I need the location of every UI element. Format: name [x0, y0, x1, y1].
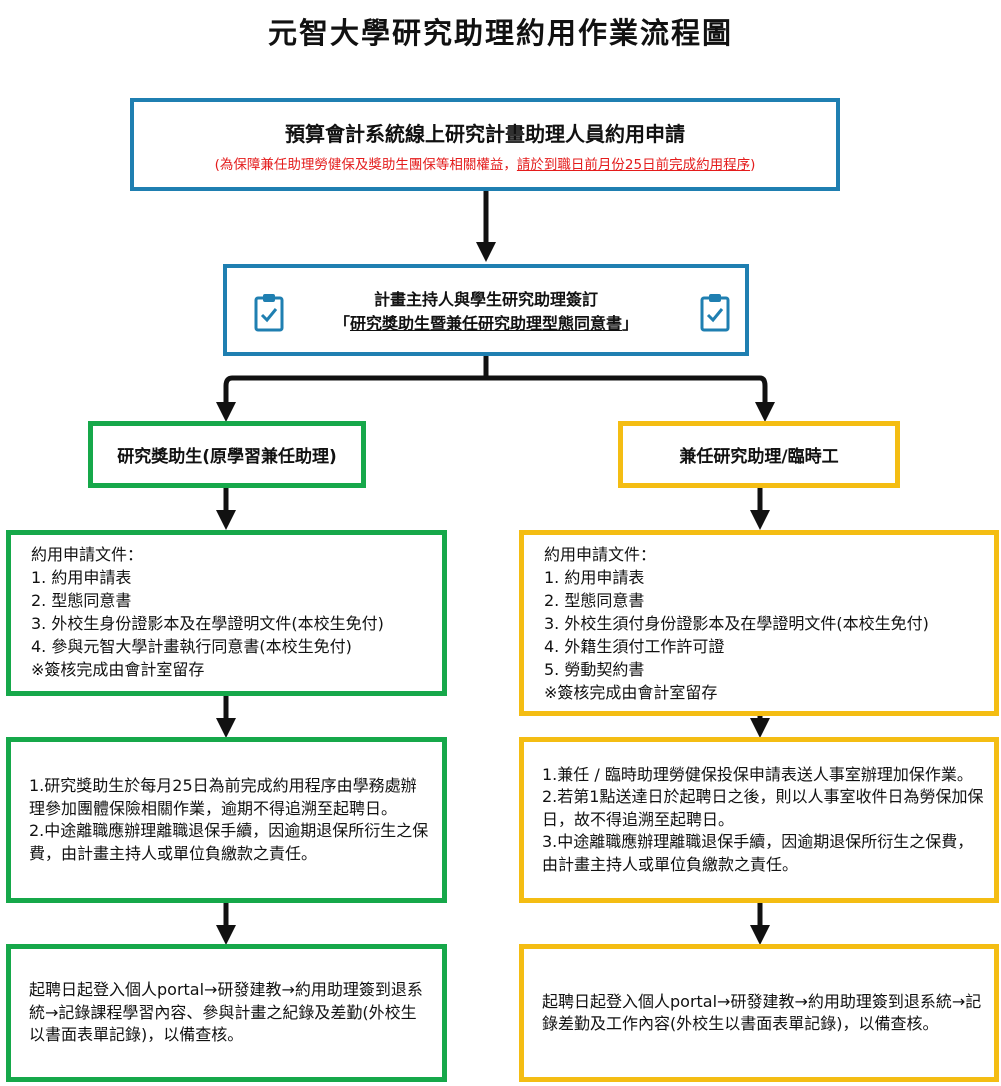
right-documents-list: 約用申請文件： 1. 約用申請表 2. 型態同意書 3. 外校生須付身份證影本及… [524, 535, 994, 704]
left-notes-text: 1.研究獎助生於每月25日為前完成約用程序由學務處辦理參加團體保險相關作業，逾期… [11, 742, 442, 898]
list-item: 2.若第1點送達日於起聘日之後，則以人事室收件日為勞保加保日，故不得追溯至起聘日… [542, 787, 984, 829]
list-item: 2. 型態同意書 [31, 591, 132, 610]
online-application-note: (為保障兼任助理勞健保及獎助生團保等相關權益，請於到職日前月份25日前完成約用程… [134, 153, 836, 173]
page-title: 元智大學研究助理約用作業流程圖 [267, 16, 733, 50]
right-final-box: 起聘日起登入個人portal→研發建教→約用助理簽到退系統→記錄差勤及工作內容(… [519, 944, 999, 1082]
list-item: 約用申請文件： [31, 545, 144, 564]
agreement-text: 計畫主持人與學生研究助理簽訂 「研究獎助生暨兼任研究助理型態同意書」 [287, 288, 685, 336]
list-item: 1.兼任 / 臨時助理勞健保投保申請表送人事室辦理加保作業。 [542, 764, 973, 784]
list-item: 1. 約用申請表 [544, 568, 645, 587]
left-category-label: 研究獎助生(原學習兼任助理) [117, 447, 337, 467]
branch-right-corner [755, 375, 775, 422]
list-item: 約用申請文件： [544, 545, 657, 564]
note-deadline: 請於到職日前月份25日前完成約用程序 [516, 157, 751, 173]
online-application-box: 預算會計系統線上研究計畫助理人員約用申請 (為保障兼任助理勞健保及獎助生團保等相… [130, 98, 840, 191]
clipboard-check-icon [254, 294, 284, 332]
right-notes-box: 1.兼任 / 臨時助理勞健保投保申請表送人事室辦理加保作業。 2.若第1點送達日… [519, 737, 999, 903]
list-item: 3. 外校生須付身份證影本及在學證明文件(本校生免付) [544, 614, 929, 633]
left-notes-box: 1.研究獎助生於每月25日為前完成約用程序由學務處辦理參加團體保險相關作業，逾期… [6, 737, 447, 903]
agreement-line2: 「研究獎助生暨兼任研究助理型態同意書」 [287, 312, 685, 336]
list-item: 4. 參與元智大學計畫執行同意書(本校生免付) [31, 637, 352, 656]
quote-open: 「 [333, 314, 350, 333]
list-item: 2.中途離職應辦理離職退保手續，因逾期退保所衍生之保費，由計畫主持人或單位負繳款… [29, 821, 429, 863]
list-item: 3. 外校生身份證影本及在學證明文件(本校生免付) [31, 614, 384, 633]
note-suffix: ) [750, 157, 756, 173]
clipboard-check-icon [700, 294, 730, 332]
list-item: 5. 勞動契約書 [544, 660, 645, 679]
left-final-box: 起聘日起登入個人portal→研發建教→約用助理簽到退系統→記錄課程學習內容、參… [6, 944, 447, 1082]
online-application-title: 預算會計系統線上研究計畫助理人員約用申請 [285, 122, 685, 146]
agreement-box: 計畫主持人與學生研究助理簽訂 「研究獎助生暨兼任研究助理型態同意書」 [223, 264, 749, 356]
right-category-label: 兼任研究助理/臨時工 [679, 447, 839, 467]
right-category-box: 兼任研究助理/臨時工 [618, 421, 900, 488]
right-final-text: 起聘日起登入個人portal→研發建教→約用助理簽到退系統→記錄差勤及工作內容(… [524, 949, 994, 1077]
left-documents-box: 約用申請文件： 1. 約用申請表 2. 型態同意書 3. 外校生身份證影本及在學… [6, 530, 447, 696]
left-documents-list: 約用申請文件： 1. 約用申請表 2. 型態同意書 3. 外校生身份證影本及在學… [11, 535, 442, 681]
list-item: 2. 型態同意書 [544, 591, 645, 610]
list-item: 1.研究獎助生於每月25日為前完成約用程序由學務處辦理參加團體保險相關作業，逾期… [29, 776, 417, 818]
left-final-instruction: 起聘日起登入個人portal→研發建教→約用助理簽到退系統→記錄課程學習內容、參… [29, 980, 423, 1045]
branch-connector [232, 356, 760, 381]
quote-close: 」 [622, 314, 639, 333]
right-final-instruction: 起聘日起登入個人portal→研發建教→約用助理簽到退系統→記錄差勤及工作內容(… [542, 991, 982, 1034]
note-prefix: (為保障兼任助理勞健保及獎助生團保等相關權益， [214, 157, 517, 173]
list-item: 4. 外籍生須付工作許可證 [544, 637, 725, 656]
list-item: 1. 約用申請表 [31, 568, 132, 587]
branch-left-corner [216, 375, 236, 422]
right-notes-text: 1.兼任 / 臨時助理勞健保投保申請表送人事室辦理加保作業。 2.若第1點送達日… [524, 742, 994, 898]
list-item: ※簽核完成由會計室留存 [544, 683, 718, 702]
agreement-form-name: 研究獎助生暨兼任研究助理型態同意書 [349, 314, 622, 333]
left-final-text: 起聘日起登入個人portal→研發建教→約用助理簽到退系統→記錄課程學習內容、參… [11, 949, 442, 1077]
left-category-box: 研究獎助生(原學習兼任助理) [88, 421, 366, 488]
agreement-line1: 計畫主持人與學生研究助理簽訂 [373, 290, 598, 309]
list-item: 3.中途離職應辦理離職退保手續，因逾期退保所衍生之保費，由計畫主持人或單位負繳款… [542, 832, 974, 874]
right-documents-box: 約用申請文件： 1. 約用申請表 2. 型態同意書 3. 外校生須付身份證影本及… [519, 530, 999, 716]
list-item: ※簽核完成由會計室留存 [31, 660, 205, 679]
